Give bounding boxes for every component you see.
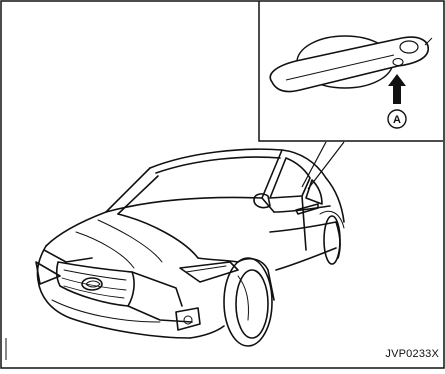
door-handle-icon: [270, 37, 432, 91]
callout-letter: A: [393, 114, 401, 126]
arrow-up-icon: [388, 74, 406, 104]
car-icon: [36, 149, 344, 346]
callout-a: A: [388, 110, 406, 128]
inset-detail: A: [259, 1, 443, 141]
figure-code: JVP0233X: [385, 348, 439, 360]
